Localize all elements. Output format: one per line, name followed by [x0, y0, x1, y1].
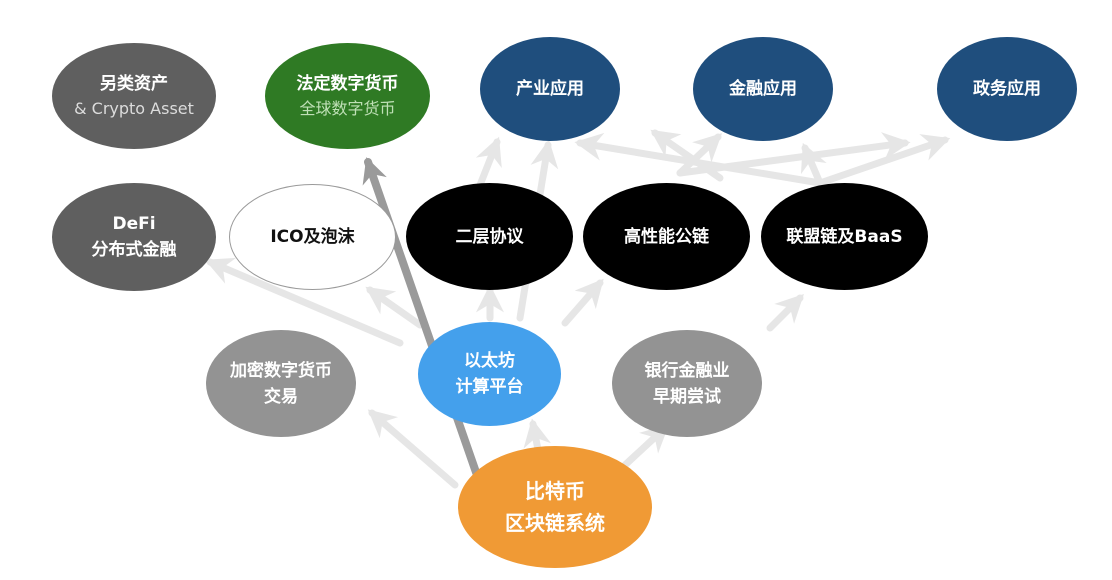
node-ethereum[interactable]: 以太坊 计算平台	[418, 322, 561, 426]
arrow-bank-trial-to-consortium	[766, 294, 804, 332]
node-label-2: 计算平台	[455, 377, 524, 397]
arrow-to-finance-left	[650, 129, 724, 182]
node-label: DeFi	[112, 214, 156, 234]
node-finance-app[interactable]: 金融应用	[693, 37, 833, 141]
arrow-ethereum-to-hp-chain	[561, 278, 604, 327]
arrow-ethereum-to-ico	[365, 286, 424, 329]
arrow-layer2-to-industry-app	[475, 136, 502, 189]
node-label-2: 分布式金融	[91, 240, 177, 260]
node-label-2: 交易	[264, 386, 298, 407]
node-gov-app[interactable]: 政务应用	[937, 37, 1077, 141]
node-label: 金融应用	[729, 79, 797, 99]
node-bitcoin-blockchain[interactable]: 比特币 区块链系统	[458, 446, 652, 568]
arrow-consortium-to-finance-app	[800, 142, 827, 187]
node-label: 另类资产	[100, 74, 168, 94]
arrow-ethereum-to-defi	[204, 257, 404, 347]
node-ico-bubble[interactable]: ICO及泡沫	[229, 184, 396, 290]
node-label: 联盟链及BaaS	[786, 226, 903, 247]
node-layer2-protocol[interactable]: 二层协议	[406, 183, 573, 290]
node-label: ICO及泡沫	[270, 227, 355, 247]
node-high-performance-chain[interactable]: 高性能公链	[583, 183, 750, 290]
node-label: 产业应用	[516, 79, 584, 99]
node-sublabel: 全球数字货币	[299, 99, 396, 118]
arrow-bitcoin-to-crypto-trading	[367, 409, 459, 489]
arrow-bitcoin-to-bank-trial	[621, 424, 670, 469]
arrow-layer2-to-finance-app	[676, 133, 723, 177]
node-label: 加密数字货币	[230, 360, 332, 381]
node-label: 法定数字货币	[296, 74, 399, 94]
node-label: 以太坊	[464, 351, 515, 371]
node-label: 比特币	[525, 479, 585, 503]
node-crypto-trading[interactable]: 加密数字货币 交易	[206, 330, 356, 437]
node-label: 二层协议	[455, 226, 524, 247]
node-bank-early-trial[interactable]: 银行金融业 早期尝试	[612, 330, 762, 437]
node-industry-app[interactable]: 产业应用	[480, 37, 620, 141]
node-defi[interactable]: DeFi 分布式金融	[52, 183, 216, 291]
node-label-2: 区块链系统	[505, 511, 605, 535]
light-arrows	[204, 129, 951, 489]
arrow-consortium-to-gov-app	[816, 134, 951, 187]
node-consortium-baas[interactable]: 联盟链及BaaS	[761, 183, 928, 290]
node-sublabel: & Crypto Asset	[74, 99, 194, 118]
node-label-2: 早期尝试	[653, 386, 721, 407]
node-label: 银行金融业	[644, 360, 730, 381]
node-alt-assets[interactable]: 另类资产 & Crypto Asset	[52, 43, 216, 149]
node-fiat-digital-currency[interactable]: 法定数字货币 全球数字货币	[265, 43, 430, 149]
node-label: 高性能公链	[624, 226, 709, 247]
node-label: 政务应用	[973, 79, 1041, 99]
